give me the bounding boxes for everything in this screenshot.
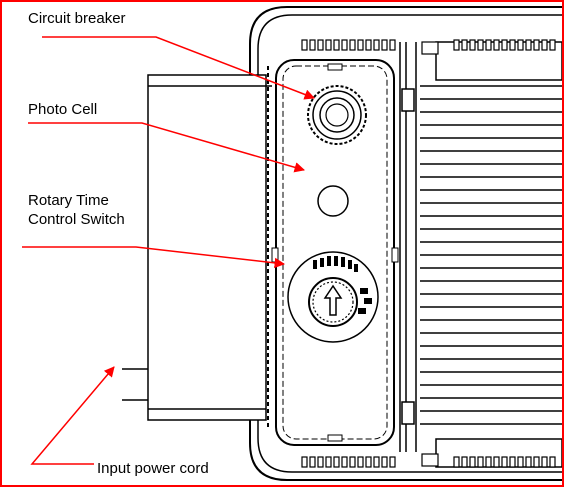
label-input-power-cord: Input power cord [97,460,209,477]
heatsink-fins [420,85,562,425]
circuit-breaker [307,85,367,145]
cord-block [147,74,267,421]
rotary-time-control-switch [287,251,379,343]
leader-lines [22,36,315,465]
leader-circuit-breaker [42,36,315,100]
bottom-vent-slots [301,453,556,468]
top-vent-slots [301,39,556,55]
label-circuit-breaker: Circuit breaker [28,10,126,27]
leader-cord-1 [30,366,115,465]
label-photo-cell: Photo Cell [28,101,98,118]
label-rotary-time-control-switch: Rotary Time Control Switch [28,192,125,228]
leader-rotary-switch [22,246,286,269]
photo-cell [317,185,349,217]
leader-photo-cell [28,122,306,173]
